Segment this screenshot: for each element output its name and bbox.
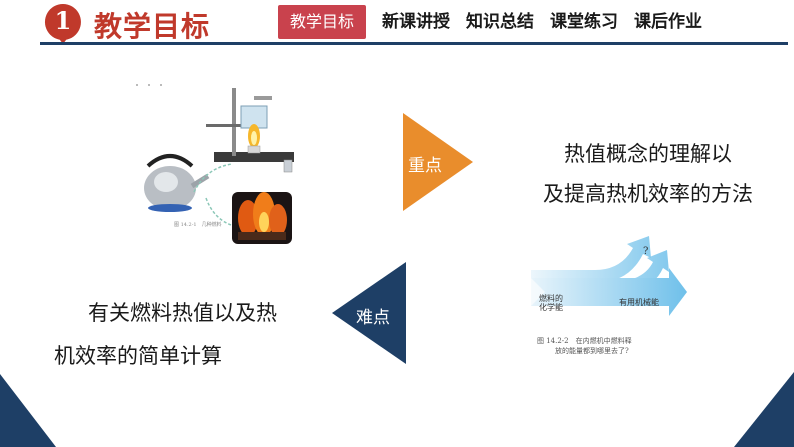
energy-figure-caption-line-2: 放的能量都到哪里去了?	[555, 347, 629, 355]
difficult-point-text-line-2: 机效率的简单计算	[54, 344, 222, 368]
fuel-illustration-image	[136, 84, 294, 244]
nav-tabs: 教学目标 新课讲授 知识总结 课堂练习 课后作业	[278, 5, 710, 39]
useful-energy-label: 有用机械能	[619, 298, 659, 307]
section-number-badge: 1	[43, 2, 83, 42]
difficult-point-text: 有关燃料热值以及热 机效率的简单计算	[54, 292, 324, 378]
key-point-text-line-1: 热值概念的理解以	[564, 142, 732, 166]
fuel-energy-label-1: 燃料的	[539, 294, 563, 303]
nav-tab-knowledge-summary[interactable]: 知识总结	[466, 12, 535, 32]
nav-tab-class-practice[interactable]: 课堂练习	[550, 12, 619, 32]
nav-tab-teaching-goals[interactable]: 教学目标	[278, 5, 367, 39]
key-point-arrow-icon	[403, 113, 473, 211]
energy-flow-illustration: ? 燃料的 化学能 有用机械能 图 14.2-2 在内燃机中燃料释 放的能量都到…	[525, 236, 697, 356]
header-divider	[40, 42, 788, 45]
difficult-point-label: 难点	[356, 308, 390, 328]
key-point-label: 重点	[408, 156, 442, 176]
energy-figure-caption-line-1: 图 14.2-2 在内燃机中燃料释	[537, 337, 632, 345]
energy-flow-arrows-icon	[531, 236, 687, 316]
corner-triangle-bottom-left	[0, 374, 56, 447]
nav-tab-new-lesson[interactable]: 新课讲授	[382, 12, 451, 32]
section-number: 1	[54, 6, 72, 35]
difficult-point-text-line-1: 有关燃料热值以及热	[88, 301, 277, 325]
energy-question-mark: ?	[643, 246, 649, 257]
nav-tab-homework[interactable]: 课后作业	[634, 12, 703, 32]
key-point-text-line-2: 及提高热机效率的方法	[543, 182, 753, 206]
corner-triangle-bottom-right	[734, 372, 794, 447]
fuel-illustration: 图 14.2-1 几种燃料	[136, 80, 310, 248]
section-title: 教学目标	[94, 10, 211, 43]
fuel-figure-caption: 图 14.2-1 几种燃料	[174, 222, 222, 228]
difficult-point-arrow-icon	[332, 262, 406, 364]
header-bar: 1 教学目标 教学目标 新课讲授 知识总结 课堂练习 课后作业	[0, 0, 794, 46]
fuel-energy-label-2: 化学能	[539, 303, 563, 312]
badge-shape-icon	[44, 4, 81, 42]
key-point-text: 热值概念的理解以 及提高热机效率的方法	[518, 134, 778, 214]
